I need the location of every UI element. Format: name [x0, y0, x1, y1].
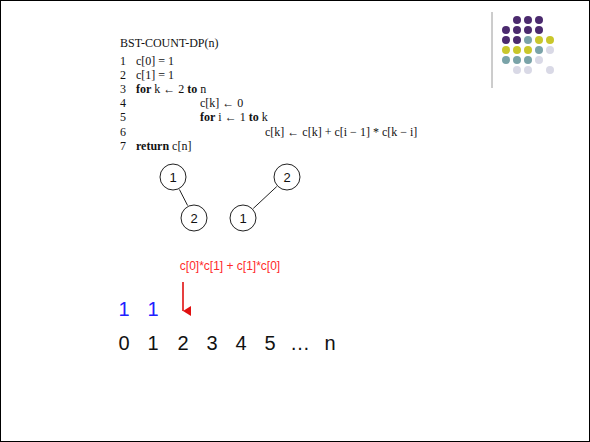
base-value: 1: [147, 298, 158, 321]
deco-dot: [524, 16, 532, 24]
base-value: 1: [118, 298, 129, 321]
index-number: 5: [264, 332, 275, 355]
index-number: 3: [206, 332, 217, 355]
dot-grid: [502, 16, 554, 74]
deco-dot: [535, 26, 543, 34]
index-number: 4: [235, 332, 246, 355]
deco-dot: [502, 46, 510, 54]
deco-dot: [524, 46, 532, 54]
deco-dot: [546, 46, 554, 54]
deco-dot: [535, 46, 543, 54]
deco-dot: [513, 26, 521, 34]
index-number: 2: [177, 332, 188, 355]
deco-dot: [502, 36, 510, 44]
code-line: c[0] = 1: [136, 55, 174, 69]
pointer-arrow: [182, 282, 184, 311]
line-number: 6: [120, 126, 126, 140]
code-line: c[k] ← c[k] + c[i − 1] * c[k − i]: [265, 126, 417, 140]
code-line: for k ← 2 to n: [136, 83, 206, 97]
code-line: for i ← 1 to k: [200, 111, 268, 125]
deco-dot: [535, 16, 543, 24]
keyword: to: [249, 110, 259, 124]
index-number: 0: [118, 332, 129, 355]
tree-edge: [179, 189, 187, 205]
formula-label: c[0]*c[1] + c[1]*c[0]: [180, 260, 280, 274]
keyword: for: [136, 82, 151, 96]
keyword: to: [187, 82, 197, 96]
line-number: 3: [120, 83, 126, 97]
deco-dot: [513, 46, 521, 54]
deco-dot: [524, 66, 532, 74]
index-number: 1: [147, 332, 158, 355]
line-number: 7: [120, 140, 126, 154]
index-number: …: [290, 332, 310, 355]
code-line: c[1] = 1: [136, 69, 174, 83]
deco-dot: [513, 16, 521, 24]
code-line: return c[n]: [136, 140, 191, 154]
deco-dot: [502, 26, 510, 34]
code-line: c[k] ← 0: [200, 97, 243, 111]
tree-node: 1: [159, 163, 187, 191]
keyword: for: [200, 110, 215, 124]
deco-dot: [524, 56, 532, 64]
node-key: 2: [283, 171, 290, 184]
deco-dot: [513, 66, 521, 74]
deco-dot: [502, 56, 510, 64]
deco-dot: [513, 56, 521, 64]
deco-dot: [524, 36, 532, 44]
deco-dot: [535, 36, 543, 44]
line-number: 4: [120, 97, 126, 111]
line-number: 5: [120, 111, 126, 125]
keyword: return: [136, 139, 169, 153]
line-number: 2: [120, 69, 126, 83]
deco-dot: [513, 36, 521, 44]
node-key: 2: [190, 212, 197, 225]
deco-dot: [535, 56, 543, 64]
node-key: 1: [169, 171, 176, 184]
tree-node: 2: [180, 204, 208, 232]
deco-dot: [546, 66, 554, 74]
deco-dot: [524, 26, 532, 34]
tree-node: 2: [273, 163, 301, 191]
node-key: 1: [239, 212, 246, 225]
tree-node: 1: [229, 204, 257, 232]
index-number: n: [324, 332, 335, 355]
algorithm-name: BST-COUNT-DP(n): [120, 37, 218, 51]
tree-edge: [253, 187, 277, 209]
divider-line: [492, 12, 493, 88]
line-number: 1: [120, 55, 126, 69]
deco-dot: [546, 36, 554, 44]
